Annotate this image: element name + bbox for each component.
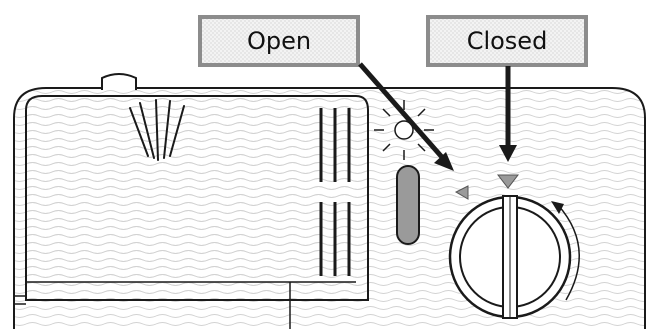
closed-label-box: Closed bbox=[426, 15, 588, 67]
closed-callout-arrow bbox=[499, 66, 517, 162]
open-label: Open bbox=[247, 27, 311, 55]
sun-burst-icon bbox=[374, 100, 434, 160]
open-callout-arrow bbox=[358, 62, 454, 171]
open-label-box: Open bbox=[198, 15, 360, 67]
rotate-clockwise-icon bbox=[551, 201, 580, 301]
lid-grip-ribs bbox=[319, 108, 351, 276]
detergent-lid bbox=[14, 95, 369, 329]
closed-position-triangle bbox=[496, 174, 520, 189]
top-nub bbox=[101, 73, 137, 90]
open-position-triangle bbox=[454, 185, 469, 200]
closed-label: Closed bbox=[467, 27, 548, 55]
rinse-aid-indicator bbox=[396, 165, 420, 245]
detergent-burst-icon bbox=[129, 99, 185, 161]
rinse-aid-cap[interactable] bbox=[448, 195, 572, 319]
